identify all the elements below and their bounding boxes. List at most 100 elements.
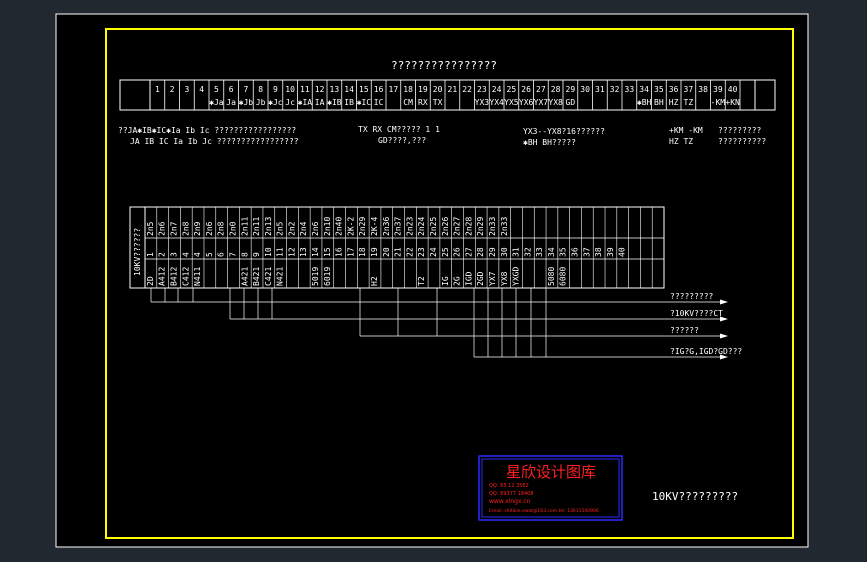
terminal-number: 30 — [580, 85, 590, 94]
terminal-label: ✱Ja — [209, 98, 224, 107]
terminal-number: 24 — [492, 85, 502, 94]
terminal-number: 6 — [229, 85, 234, 94]
wiring-top-label: 2n33 — [488, 217, 497, 236]
wiring-bottom-label: YXGD — [512, 267, 521, 286]
terminal-number: 36 — [669, 85, 679, 94]
wiring-mid-label: 1 — [146, 252, 155, 257]
wiring-mid-label: 32 — [523, 247, 532, 257]
terminal-number: 1 — [155, 85, 160, 94]
wiring-mid-label: 29 — [488, 247, 497, 257]
terminal-label: IC — [374, 98, 384, 107]
terminal-number: 37 — [684, 85, 694, 94]
footer-title: 10KV????????? — [652, 490, 738, 503]
wiring-mid-label: 4 — [181, 252, 190, 257]
wiring-mid-label: 10 — [264, 247, 273, 257]
stamp-url: www.xingx.cn — [489, 498, 531, 505]
wiring-mid-label: 13 — [299, 247, 308, 257]
note-line: +KM -KM — [669, 126, 703, 135]
terminal-number: 4 — [199, 85, 204, 94]
wiring-mid-label: 40 — [618, 247, 627, 257]
wiring-mid-label: 23 — [417, 247, 426, 257]
wiring-side-label: 10KV?????? — [133, 228, 142, 276]
wiring-mid-label: 24 — [429, 247, 438, 257]
terminal-number: 27 — [536, 85, 546, 94]
wiring-mid-label: 37 — [582, 247, 591, 257]
output-label: ?????? — [670, 326, 699, 335]
wiring-top-label: 2n11 — [240, 217, 249, 236]
wiring-mid-label: 36 — [571, 247, 580, 257]
wiring-bottom-label: 5080 — [547, 267, 556, 286]
wiring-mid-label: 21 — [394, 247, 403, 257]
terminal-label: -KM — [711, 98, 726, 107]
wiring-bottom-label: 2GD — [476, 271, 485, 286]
wiring-mid-label: 30 — [500, 247, 509, 257]
terminal-number: 17 — [389, 85, 399, 94]
arrow-icon — [720, 316, 728, 322]
wiring-mid-label: 7 — [228, 252, 237, 257]
terminal-number: 16 — [374, 85, 384, 94]
wiring-mid-label: 17 — [346, 247, 355, 257]
wiring-mid-label: 11 — [276, 247, 285, 257]
terminal-label: YX7 — [534, 98, 549, 107]
wiring-mid-label: 6 — [217, 252, 226, 257]
note-line: ??JA✱IB✱IC✱Ia Ib Ic ????????????????? — [118, 126, 296, 135]
terminal-label: YX3 — [475, 98, 490, 107]
wiring-bottom-label: 5019 — [311, 267, 320, 286]
terminal-number: 39 — [713, 85, 723, 94]
terminal-label: IB — [344, 98, 354, 107]
terminal-number: 8 — [258, 85, 263, 94]
top-strip-frame — [119, 79, 776, 111]
terminal-label: GD — [566, 98, 576, 107]
terminal-number: 32 — [610, 85, 620, 94]
note-line: ?????????? — [718, 137, 766, 146]
wiring-bottom-label: N411 — [193, 267, 202, 286]
wiring-top-label: 2n24 — [417, 217, 426, 236]
note-line: TX RX CM????? 1 1 — [358, 125, 440, 134]
wiring-top-label: 2n13 — [264, 217, 273, 236]
wiring-bottom-label: N421 — [276, 267, 285, 286]
wiring-top-label: 2n9 — [193, 221, 202, 236]
wiring-mid-label: 19 — [370, 247, 379, 257]
wiring-mid-label: 2 — [158, 252, 167, 257]
wiring-bottom-label: 6019 — [323, 267, 332, 286]
wiring-bottom-label: IGD — [464, 271, 473, 286]
terminal-number: 3 — [184, 85, 189, 94]
output-label: ?10KV????CT — [670, 309, 723, 318]
terminal-label: ✱IC — [357, 98, 372, 107]
terminal-number: 15 — [359, 85, 369, 94]
wiring-top-label: 2n29 — [476, 217, 485, 236]
terminal-number: 33 — [625, 85, 635, 94]
terminal-number: 34 — [639, 85, 649, 94]
wiring-mid-label: 20 — [382, 247, 391, 257]
wiring-bottom-label: A421 — [240, 267, 249, 286]
terminal-number: 2 — [170, 85, 175, 94]
wiring-top-label: 2n2 — [287, 221, 296, 236]
wiring-top-label: 2n6 — [205, 221, 214, 236]
terminal-number: 26 — [521, 85, 531, 94]
wiring-bottom-label: H2 — [370, 276, 379, 286]
terminal-label: HZ — [669, 98, 679, 107]
wiring-top-label: 2n11 — [252, 217, 261, 236]
terminal-number: 20 — [433, 85, 443, 94]
wiring-bottom-label: 6080 — [559, 267, 568, 286]
wiring-mid-label: 35 — [559, 247, 568, 257]
wiring-mid-label: 15 — [323, 247, 332, 257]
stamp-title: 星欣设计图库 — [506, 463, 596, 481]
wiring-top-label: 2n8 — [217, 221, 226, 236]
terminal-number: 38 — [698, 85, 708, 94]
wiring-mid-label: 26 — [453, 247, 462, 257]
terminal-number: 5 — [214, 85, 219, 94]
terminal-label: ✱BH — [637, 98, 652, 107]
wiring-mid-label: 28 — [476, 247, 485, 257]
terminal-number: 22 — [462, 85, 472, 94]
wiring-top-label: 2K-2 — [346, 217, 355, 236]
terminal-number: 28 — [551, 85, 561, 94]
terminal-label: Ja — [226, 98, 236, 107]
wiring-top-label: 2n6 — [158, 221, 167, 236]
wiring-top-label: 2n25 — [429, 217, 438, 236]
wiring-mid-label: 39 — [606, 247, 615, 257]
wiring-mid-label: 14 — [311, 247, 320, 257]
terminal-number: 13 — [330, 85, 340, 94]
